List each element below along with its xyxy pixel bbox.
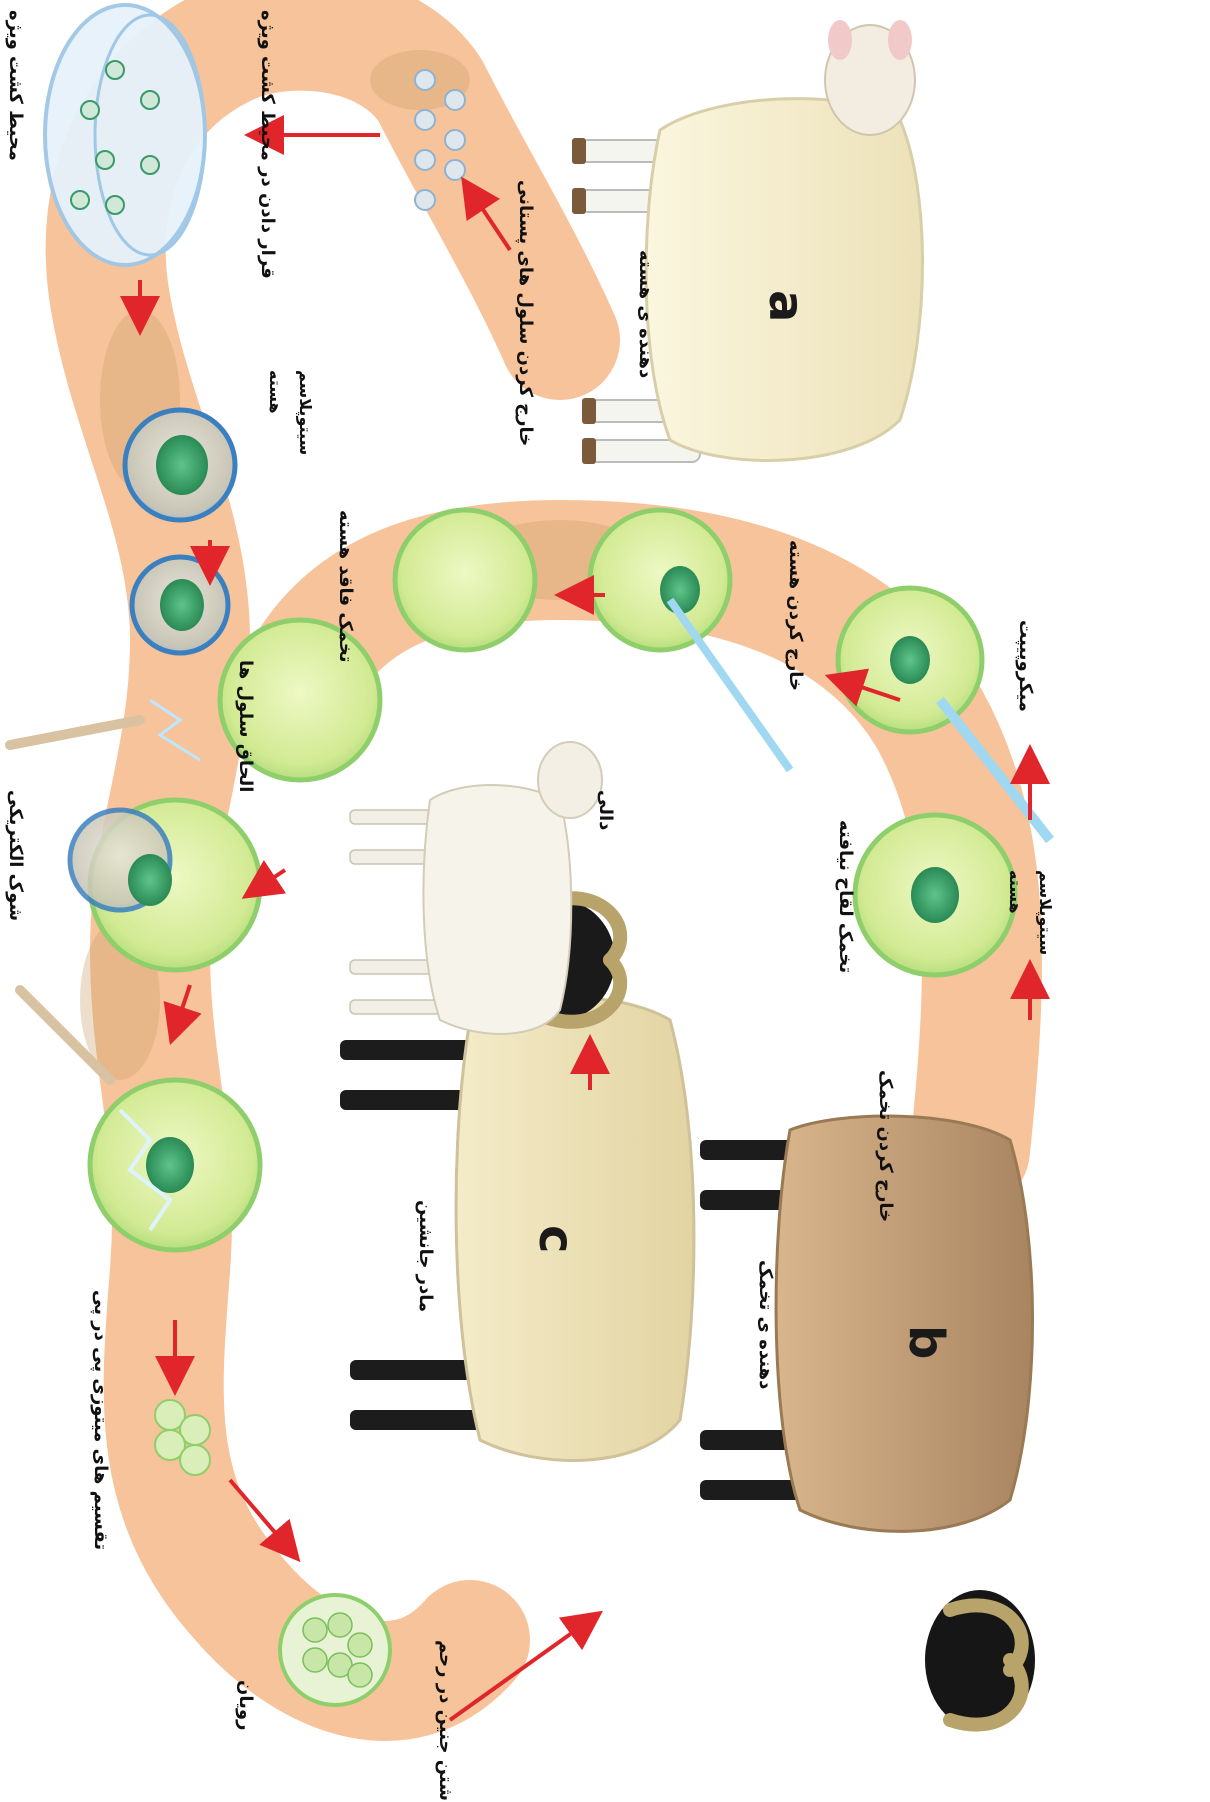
label-micropipette: میکروپیپت — [1015, 620, 1036, 712]
sheep-b-letter: b — [898, 1325, 954, 1359]
label-mitotic-divisions: تقسیم های میتوزی پی در پی — [90, 1290, 111, 1550]
label-unfertilized-egg: تخمک لقاح نیافته — [835, 820, 856, 973]
label-surrogate-mother: مادر جانشین — [415, 1200, 436, 1312]
sheep-b-body — [776, 1116, 1032, 1531]
label-electric-shock: شوک الکتریکی — [5, 790, 26, 921]
label-cytoplasm-1: سیتوپلاسم — [295, 370, 315, 455]
mammary-cell-magnified — [125, 410, 235, 520]
label-nucleus-1: هسته — [266, 370, 285, 414]
embryo-blastocyst — [280, 1595, 390, 1705]
label-place-culture: قرار دادن در محیط کشت ویژه — [257, 10, 278, 279]
label-cell-fusion: الحاق سلول ها — [235, 660, 256, 792]
label-cytoplasm-2: سیتوپلاسم — [1035, 870, 1055, 955]
label-embryo: رویان — [235, 1680, 256, 1730]
sheep-a-body — [646, 99, 922, 461]
label-extract-mammary: خارج کردن سلول های پستانی — [515, 180, 536, 446]
sheep-c-letter: c — [528, 1225, 584, 1253]
sheep-a-donor-nucleus — [572, 20, 923, 464]
label-extract-egg: خارج کردن تخمک — [875, 1070, 896, 1222]
label-donor-nucleus: دهنده ی هسته — [635, 250, 656, 378]
dolly-body — [423, 785, 571, 1034]
label-remove-nucleus: خارج کردن هسته — [785, 540, 806, 691]
dolly-lamb — [350, 742, 602, 1034]
label-dolly: دالی — [595, 790, 616, 830]
mammary-cell-2 — [132, 557, 228, 653]
dolly-head — [538, 742, 602, 818]
label-donor-egg: دهنده ی تخمک — [755, 1260, 776, 1389]
label-nucleus-2: هسته — [1006, 870, 1025, 914]
egg-enucleated — [395, 510, 535, 650]
egg-unfertilized — [855, 815, 1015, 975]
sheep-b-donor-egg — [700, 1116, 1035, 1730]
shocked-cell — [90, 1080, 260, 1250]
sheep-a-letter: a — [758, 290, 814, 322]
label-enucleated-egg: تخمک فاقد هسته — [335, 510, 356, 663]
petri-dish — [45, 5, 205, 265]
label-implant-embryo: کاشتن جنین در رحم — [435, 1640, 456, 1802]
label-culture-medium: محیط کشت ویژه — [5, 10, 26, 161]
